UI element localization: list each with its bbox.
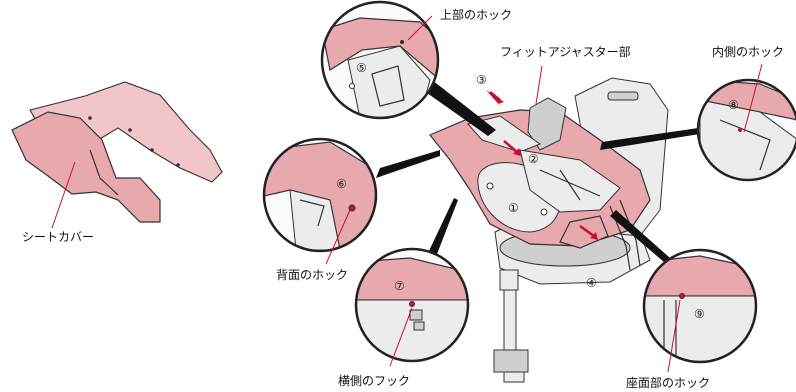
detail-seat-hook [642, 248, 758, 364]
seat-cover-illustration [11, 81, 223, 223]
fit-adjuster-label: フィットアジャスター部 [500, 44, 631, 59]
arrow-2-icon [503, 140, 518, 153]
marker-9: ⑨ [694, 307, 705, 321]
side-hook-label: 横側のフック [338, 374, 410, 388]
seat-cover-label: シートカバー [22, 230, 94, 244]
marker-8: ⑧ [728, 98, 739, 112]
seat-cover-leader [51, 161, 76, 229]
marker-6: ⑥ [336, 177, 347, 191]
callout-wedge-seat [610, 210, 670, 262]
side-hook-leader [389, 307, 413, 367]
detail-side-hook [354, 247, 470, 363]
callout-wedge-upper [420, 80, 496, 136]
marker-7: ⑦ [394, 279, 405, 293]
fit-adjuster-leader [535, 65, 543, 105]
marker-1: ① [508, 201, 519, 215]
marker-2: ② [528, 152, 539, 166]
inner-hook-leader [743, 63, 763, 133]
detail-inner-hook [696, 78, 796, 182]
callout-wedge-back [376, 150, 440, 178]
detail-back-hook [262, 137, 378, 253]
upper-hook-leader [407, 15, 433, 41]
arrow-3-icon [486, 90, 504, 108]
back-hook-label: 背面のホック [276, 268, 348, 282]
marker-5: ⑤ [356, 61, 367, 75]
marker-3: ③ [476, 73, 487, 87]
marker-4: ④ [586, 276, 597, 290]
detail-upper-hook [320, 0, 440, 120]
upper-hook-label: 上部のホック [440, 7, 512, 22]
callout-wedge-inner [600, 126, 712, 150]
seat-hook-label: 座面部のホック [626, 375, 710, 390]
back-hook-leader [325, 209, 351, 265]
seat-hook-leader [667, 299, 681, 373]
arrow-4-icon [579, 224, 595, 238]
inner-hook-label: 内側のホック [712, 45, 784, 59]
